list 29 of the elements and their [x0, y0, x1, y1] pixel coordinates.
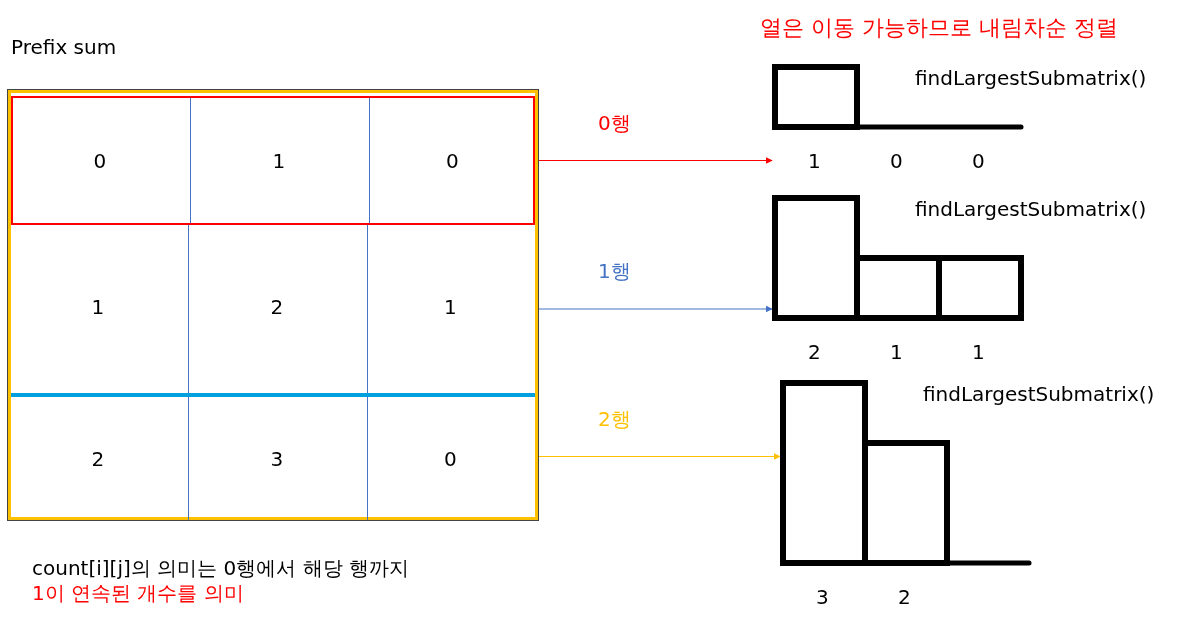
bar-value: 1 — [972, 340, 985, 364]
bar-value: 2 — [808, 340, 821, 364]
bar-value: 0 — [890, 149, 903, 173]
arrow — [537, 305, 773, 313]
bar-value: 3 — [816, 585, 829, 609]
heading: Prefix sum — [11, 35, 117, 59]
note: count[i][j]의 의미는 0행에서 해당 행까지 — [32, 556, 409, 580]
arrow — [537, 453, 781, 460]
bar-value: 2 — [898, 585, 911, 609]
heading: 열은 이동 가능하므로 내림차순 정렬 — [760, 16, 1118, 40]
function-name: findLargestSubmatrix() — [915, 197, 1147, 221]
arrow — [537, 157, 773, 164]
cell-value: 1 — [444, 295, 457, 319]
cell-value: 3 — [270, 446, 284, 471]
cell-value: 2 — [270, 295, 284, 319]
function-name: findLargestSubmatrix() — [915, 66, 1147, 90]
cell-value: 0 — [444, 446, 457, 471]
cell-value: 1 — [91, 295, 105, 319]
bar-value: 1 — [890, 340, 903, 364]
bar-value: 1 — [808, 149, 821, 173]
function-name: findLargestSubmatrix() — [923, 382, 1155, 406]
cell-value: 0 — [93, 148, 107, 173]
cell-value: 1 — [272, 148, 286, 173]
table-row — [11, 96, 535, 225]
cell-value: 2 — [91, 446, 105, 471]
table-row — [11, 393, 535, 520]
bar-value: 0 — [972, 149, 985, 173]
cell-value: 0 — [446, 148, 459, 173]
note: 1이 연속된 개수를 의미 — [32, 581, 244, 605]
